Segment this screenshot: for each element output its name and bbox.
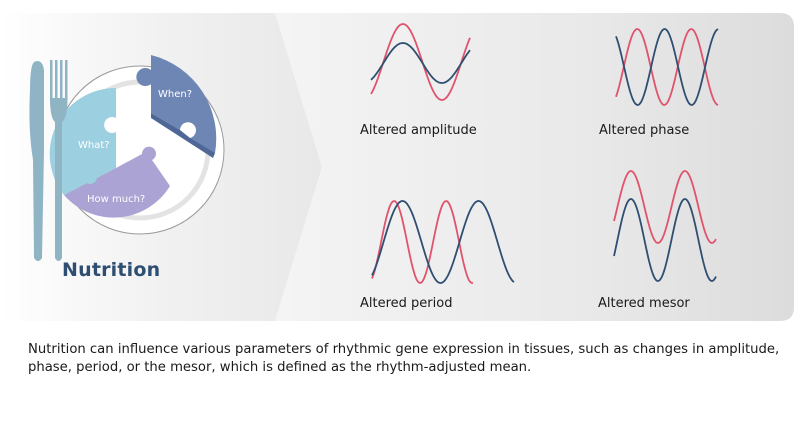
label-altered-amplitude: Altered amplitude [360,123,477,138]
caption-text: Nutrition can influence various paramete… [28,342,780,375]
label-altered-period: Altered period [360,296,453,311]
amplitude-wave-baseline [370,42,471,84]
puzzle-label-how-much: How much? [87,194,145,205]
knife-icon [29,61,44,261]
puzzle-piece-how-much [64,146,170,218]
mesor-wave-altered [613,170,717,244]
puzzle-label-what: What? [78,140,110,151]
plate-illustration: What? When? How much? [29,55,225,261]
period-wave-baseline [371,200,515,284]
amplitude-wave-altered [370,23,471,101]
puzzle-piece-when [136,55,217,153]
period-wave-altered [371,200,474,284]
mesor-wave-baseline [613,198,717,282]
puzzle-piece-what [49,87,116,195]
right-panel-bg [275,13,794,321]
nutrition-title: Nutrition [62,259,161,281]
label-altered-mesor: Altered mesor [598,296,690,311]
label-altered-phase: Altered phase [599,123,690,138]
phase-wave-baseline [615,28,719,106]
fork-icon [50,60,68,261]
puzzle-label-when: When? [158,89,192,100]
phase-wave-altered [615,28,719,106]
